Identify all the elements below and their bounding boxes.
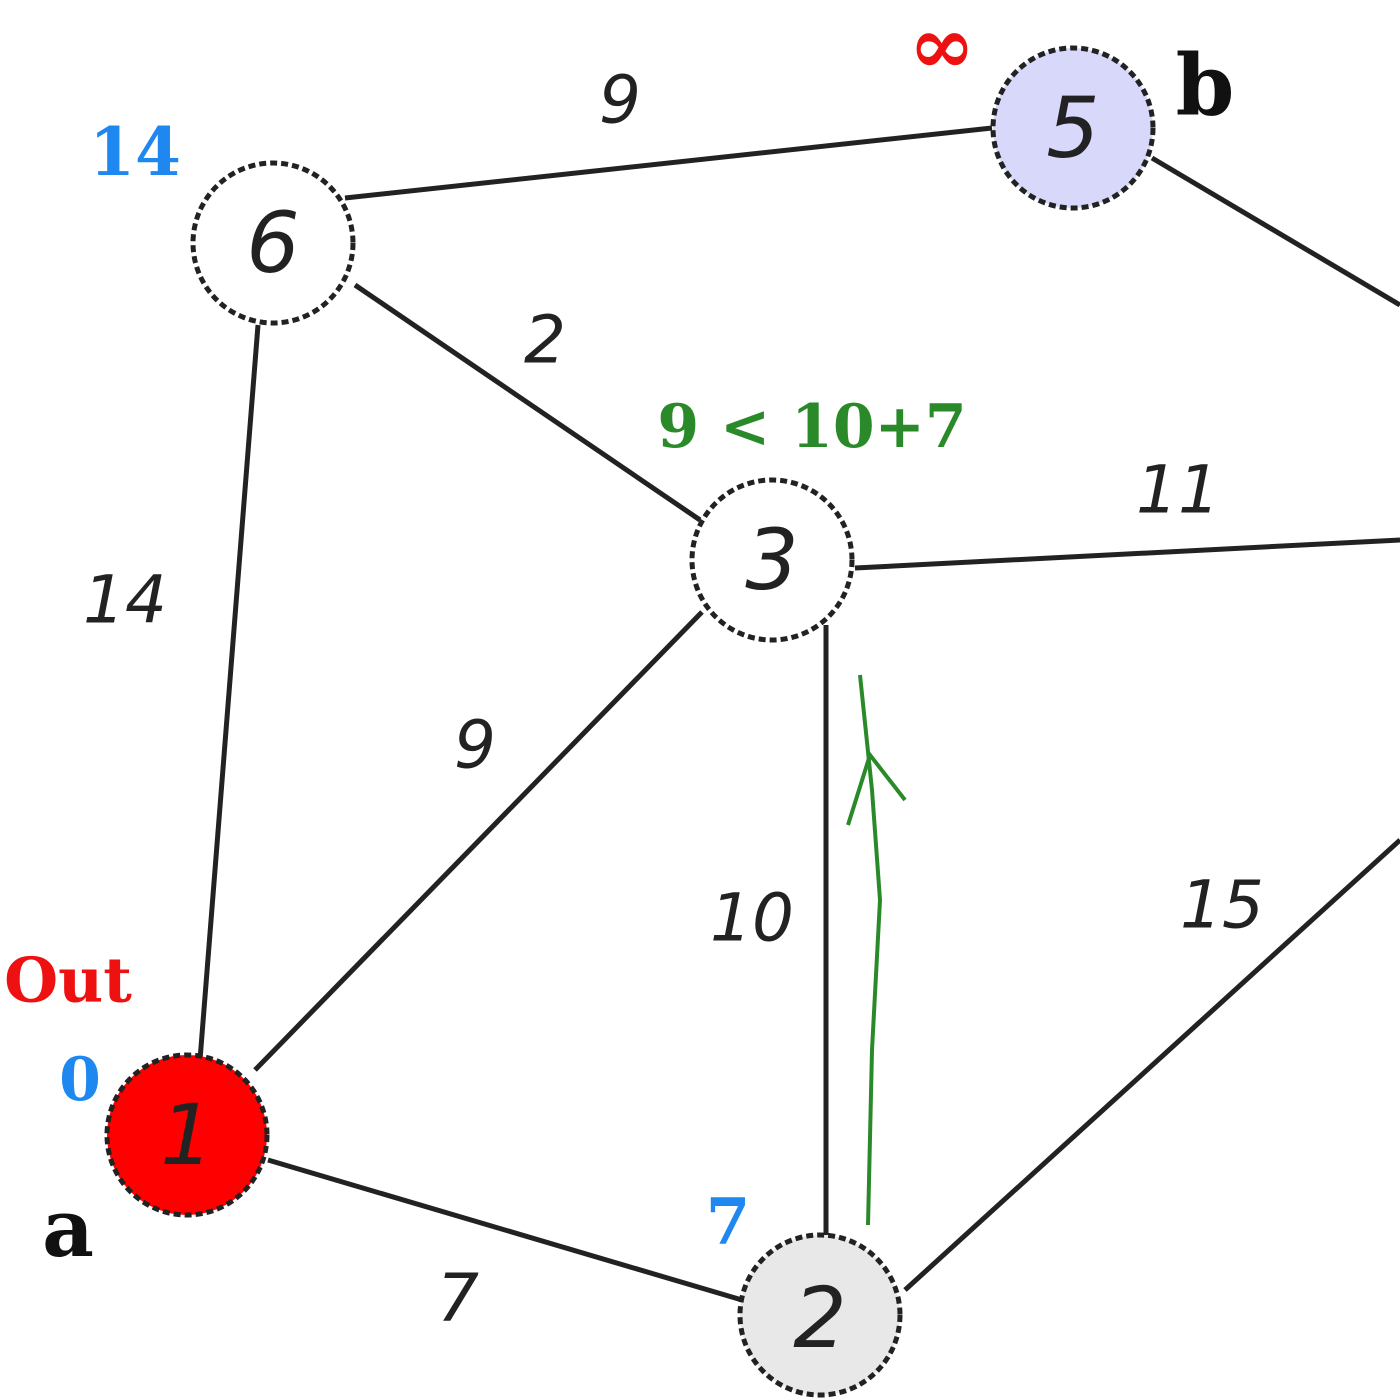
node-5-circle <box>990 45 1156 211</box>
node-2-circle <box>737 1232 903 1398</box>
edge-3-offscreen <box>854 537 1400 571</box>
annotations: 14 ∞ b 9 < 10+7 Out 0 a 7 <box>4 0 1234 1275</box>
weight-2-offscreen: 15 <box>1180 867 1264 944</box>
distance-label-1: 0 <box>59 1045 101 1115</box>
edge-weights: 9 2 14 9 10 11 15 7 <box>83 62 1264 1337</box>
edge-6-1 <box>197 324 261 1061</box>
weight-3-2: 10 <box>710 880 794 957</box>
node-6[interactable]: 6 <box>190 160 356 326</box>
edge-6-5 <box>344 125 993 201</box>
distance-label-6: 14 <box>89 113 181 191</box>
node-6-circle <box>190 160 356 326</box>
weight-1-3: 9 <box>454 707 496 784</box>
node-3[interactable]: 3 <box>689 477 855 643</box>
node-1-circle <box>104 1052 270 1218</box>
node-name-a: a <box>42 1181 94 1275</box>
distance-label-2: 7 <box>706 1185 751 1260</box>
weight-6-1: 14 <box>83 562 167 639</box>
edge-2-offscreen <box>903 838 1400 1292</box>
out-label: Out <box>4 944 132 1017</box>
nodes: 1 2 3 5 6 <box>104 45 1156 1398</box>
node-2[interactable]: 2 <box>737 1232 903 1398</box>
node-1[interactable]: 1 <box>104 1052 270 1218</box>
node-6-label: 6 <box>246 194 299 292</box>
relaxation-arrow <box>846 674 907 1226</box>
distance-label-5: ∞ <box>909 0 976 92</box>
weight-6-3: 2 <box>524 302 566 379</box>
edge-6-3 <box>353 282 702 523</box>
node-1-label: 1 <box>160 1086 213 1184</box>
node-name-b: b <box>1176 36 1235 135</box>
edges <box>197 125 1400 1303</box>
weight-1-2: 7 <box>437 1260 479 1337</box>
edge-1-3 <box>253 610 704 1072</box>
edge-1-2 <box>267 1157 743 1303</box>
node-3-label: 3 <box>745 511 798 609</box>
weight-3-offscreen: 11 <box>1136 452 1220 529</box>
edge-5-offscreen <box>1150 155 1400 308</box>
node-3-circle <box>689 477 855 643</box>
weight-6-5: 9 <box>599 62 641 139</box>
node-5-label: 5 <box>1046 79 1099 177</box>
node-2-label: 2 <box>793 1269 846 1367</box>
comparison-label: 9 < 10+7 <box>657 392 966 462</box>
node-5[interactable]: 5 <box>990 45 1156 211</box>
